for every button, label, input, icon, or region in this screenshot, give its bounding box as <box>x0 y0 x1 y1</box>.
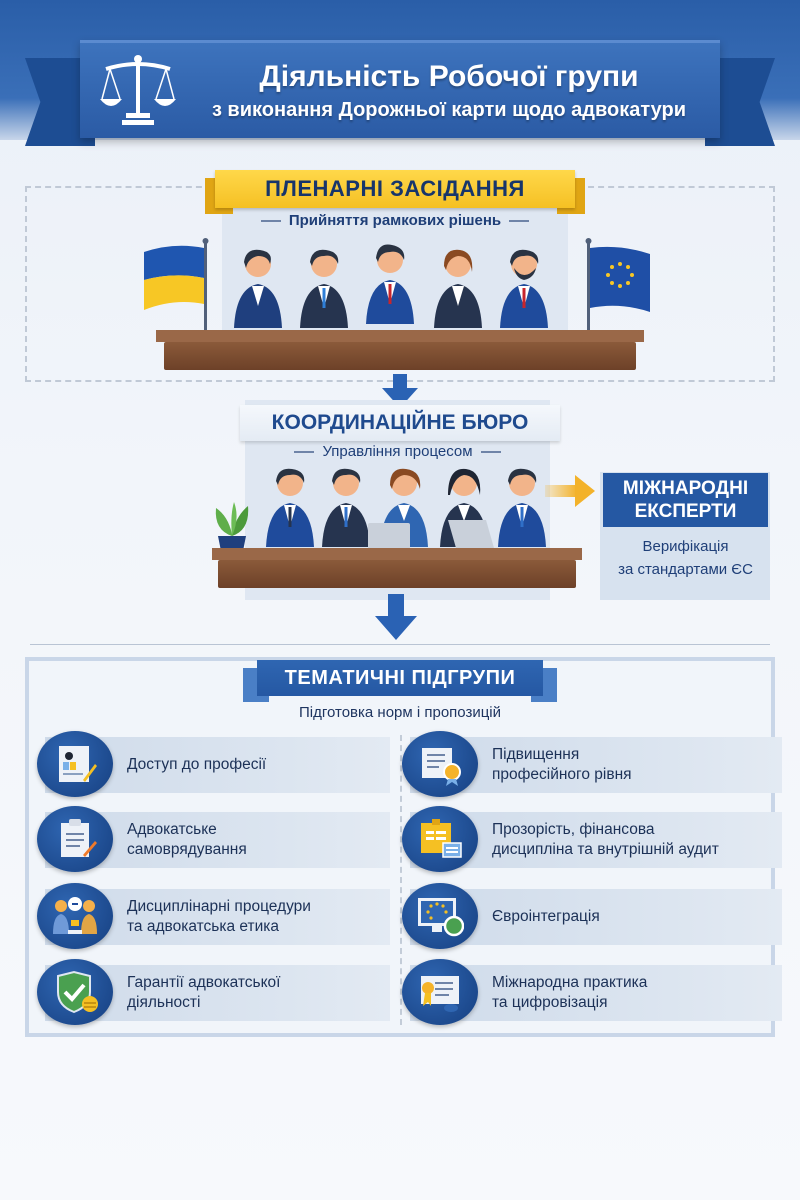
subgroup-label: Євроінтеграція <box>492 908 600 925</box>
themes-title: ТЕМАТИЧНІ ПІДГРУПИ <box>257 660 543 696</box>
column-divider <box>400 735 402 1025</box>
title-banner: Діяльність Робочої групи з виконання Дор… <box>25 40 775 150</box>
person-icon <box>366 244 414 324</box>
person-icon <box>322 468 370 547</box>
coordination-table <box>218 560 576 588</box>
experts-description: Верифікація за стандартами ЄС <box>618 538 753 578</box>
person-icon <box>300 249 348 328</box>
certificate-icon <box>402 731 478 797</box>
coordination-subtitle: Управління процесом <box>322 443 473 460</box>
page-title: Діяльність Робочої групи <box>259 59 639 93</box>
shield-check-icon <box>37 959 113 1025</box>
document-access-icon <box>37 731 113 797</box>
subgroup-label: Доступ до професії <box>127 756 267 773</box>
eu-flag-icon <box>585 238 650 333</box>
subgroup-european-integration: Євроінтеграція <box>402 883 782 949</box>
plenary-table-top <box>156 330 644 342</box>
arrow-down-icon <box>375 594 417 640</box>
themes-ribbon: ТЕМАТИЧНІ ПІДГРУПИ <box>243 660 557 702</box>
person-icon <box>234 249 282 328</box>
people-ethics-icon <box>37 883 113 949</box>
page-subtitle: з виконання Дорожньої карти щодо адвокат… <box>211 98 687 121</box>
finance-audit-icon <box>402 806 478 872</box>
person-icon <box>434 249 482 328</box>
scales-of-justice-icon <box>100 54 176 125</box>
eu-monitor-icon <box>402 883 478 949</box>
arrow-right-icon <box>545 475 595 507</box>
plenary-subtitle-line: Прийняття рамкових рішень <box>222 212 568 229</box>
person-icon <box>500 249 548 328</box>
person-icon <box>498 468 546 547</box>
plenary-table <box>164 342 636 370</box>
plenary-title: ПЛЕНАРНІ ЗАСІДАННЯ <box>215 170 575 208</box>
person-icon <box>266 468 314 547</box>
experts-title: МІЖНАРОДНІ ЕКСПЕРТИ <box>603 473 768 527</box>
coordination-subtitle-line: Управління процесом <box>245 443 550 460</box>
themes-subtitle: Підготовка норм і пропозицій <box>298 704 502 721</box>
plenary-ribbon: ПЛЕНАРНІ ЗАСІДАННЯ <box>205 170 585 214</box>
ukraine-flag-icon <box>144 238 209 333</box>
plenary-subtitle: Прийняття рамкових рішень <box>288 212 502 229</box>
coordination-table-top <box>212 548 582 560</box>
diploma-digital-icon <box>402 959 478 1025</box>
section-divider <box>30 644 770 645</box>
coordination-title: КООРДИНАЦІЙНЕ БЮРО <box>240 405 560 441</box>
clipboard-pen-icon <box>37 806 113 872</box>
subgroup-access-to-profession: Доступ до професії <box>37 731 390 797</box>
arrow-down-icon <box>382 374 418 408</box>
banner-face: Діяльність Робочої групи з виконання Дор… <box>80 40 720 138</box>
